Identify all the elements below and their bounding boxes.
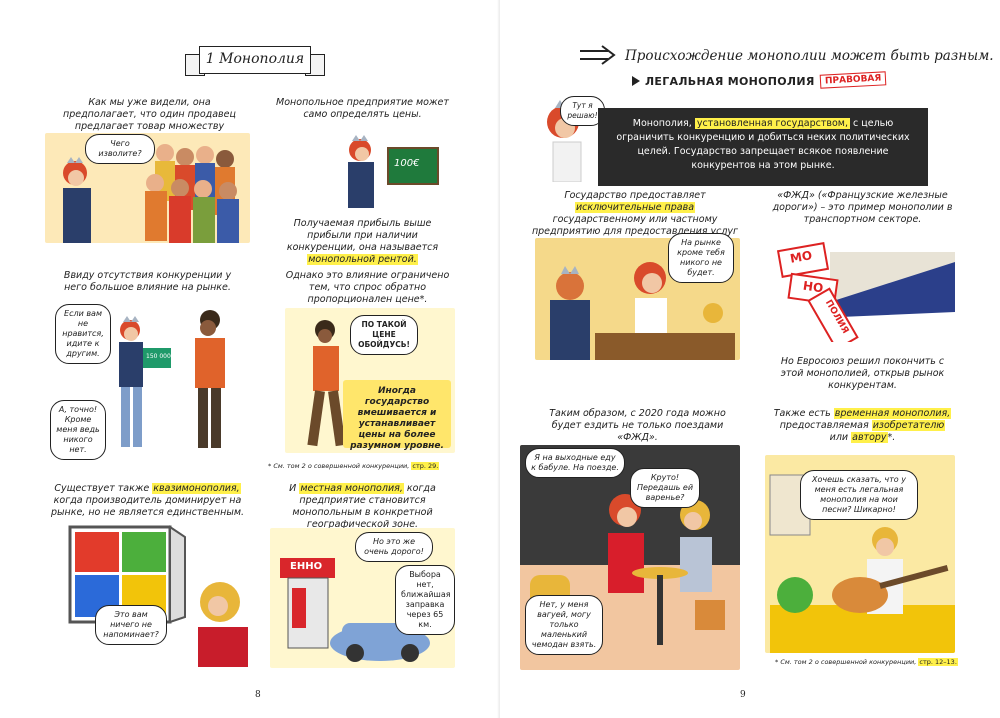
panel1-speech-bubble: Чего изволите? — [85, 134, 155, 164]
window-illustration — [68, 525, 248, 667]
sign-no: НО — [802, 278, 825, 296]
gas-station-sign: ЕННО — [290, 561, 323, 572]
definition-box: Монополия, установленная государством, с… — [598, 108, 928, 186]
panel5-caption-b: когда производитель доминирует на рынке,… — [50, 495, 245, 518]
board-price: 100€ — [394, 158, 420, 169]
local-monopoly-term: местная монополия, — [299, 483, 404, 494]
right-panel4-caption-a: Также есть — [773, 408, 831, 419]
definition-b: с целью ограничить конкуренцию и добитьс… — [616, 118, 910, 171]
right-footnote-page-ref[interactable]: стр. 12–13. — [918, 658, 958, 666]
guitarist-illustration — [769, 474, 955, 653]
footnote-page-ref[interactable]: стр. 29. — [411, 462, 440, 470]
left-page-number: 8 — [255, 690, 261, 700]
temporary-monopoly-term: временная монополия, — [833, 408, 952, 419]
panel2-caption-b: Получаемая прибыль выше прибыли при нали… — [275, 218, 450, 266]
gas-station-illustration — [280, 558, 430, 662]
right-footnote-text: * См. том 2 о совершенной конкуренции, — [775, 658, 917, 666]
right-page-number: 9 — [740, 690, 746, 700]
walking-man-illustration — [307, 320, 346, 447]
panel6-bubble-driver: Но это же очень дорого! — [355, 532, 433, 562]
legal-monopoly-title: ЛЕГАЛЬНАЯ МОНОПОЛИЯ — [645, 75, 815, 88]
panel3-bubble-seller: Если вам не нравится, идите к другим. — [55, 304, 111, 364]
panel6-bubble-station: Выбора нет, ближайшая заправка через 65 … — [395, 565, 455, 635]
right-panel2-caption-b: Но Евросоюз решил покончить с этой моноп… — [780, 356, 945, 391]
train-illustration — [776, 242, 955, 342]
right-heading: Происхождение монополии может быть разны… — [625, 48, 994, 64]
panel5-caption: Существует также квазимонополия, когда п… — [50, 483, 245, 519]
panel4-caption: Однако это влияние ограничено тем, что с… — [285, 270, 450, 305]
panel4-footnote: * См. том 2 о совершенной конкуренции, с… — [268, 462, 440, 470]
chapter-banner: 1 Монополия — [185, 42, 325, 78]
definition-a: Монополия, — [632, 118, 692, 129]
right-panel2-illustration: МО НО ПОЛИЯ — [770, 232, 955, 342]
panel6-caption-b: когда предприятие становится монопольным… — [292, 483, 436, 530]
panel2-illustration: 100€ — [330, 128, 450, 208]
author-term: автору — [851, 432, 888, 443]
monopoly-rent-term: монопольной рентой. — [307, 254, 418, 265]
panel5-illustration — [60, 522, 250, 667]
right-panel2-caption: «ФЖД» («Французские железные дороги») – … — [772, 190, 953, 225]
seller-buyer-illustration — [119, 310, 225, 448]
left-page: 1 Монополия Как мы уже видели, она предп… — [45, 42, 460, 700]
queen-board-illustration — [348, 135, 439, 208]
right-panel4-bubble: Хочешь сказать, что у меня есть легальна… — [800, 470, 918, 520]
right-panel1-caption-a: Государство предоставляет — [564, 190, 706, 201]
right-panel3-caption: Таким образом, с 2020 года можно будет е… — [549, 408, 726, 443]
right-panel3-bubble2: Круто! Передашь ей варенье? — [630, 468, 700, 508]
panel6-caption-a: И — [289, 483, 297, 494]
crowd-illustration — [63, 144, 239, 243]
panel5-speech-bubble: Это вам ничего не напоминает? — [95, 605, 167, 645]
right-panel4-caption-d: *. — [887, 432, 896, 443]
panel4-speech-bubble: ПО ТАКОЙ ЦЕНЕ ОБОЙДУСЬ! — [350, 315, 418, 355]
footnote-text: * См. том 2 о совершенной конкуренции, — [268, 462, 410, 470]
right-panel3-bubble1: Я на выходные еду к бабуле. На поезде. — [525, 448, 625, 478]
desk-scene-illustration — [550, 262, 735, 360]
arrow-icon — [580, 45, 616, 65]
queen-speech-bubble: Тут я решаю! — [560, 96, 605, 126]
banner-ribbon — [199, 46, 311, 74]
panel5-caption-a: Существует также — [54, 483, 150, 494]
panel6-caption: И местная монополия, когда предприятие с… — [265, 483, 460, 531]
panel4-yellow-box: Иногда государство вмешивается и устанав… — [343, 380, 451, 451]
right-panel4-caption-b: предоставляемая — [779, 420, 869, 431]
panel2-caption-b-text: Получаемая прибыль выше прибыли при нали… — [286, 218, 439, 253]
right-panel3-bubble3: Нет, у меня вагуей, могу только маленьки… — [525, 595, 603, 655]
right-panel4-footnote: * См. том 2 о совершенной конкуренции, с… — [775, 658, 958, 666]
quasi-monopoly-term: квазимонополия, — [152, 483, 241, 494]
panel3-caption: Ввиду отсутствия конкуренции у него боль… — [63, 270, 232, 293]
right-panel4-caption-c: или — [829, 432, 849, 443]
panel3-illustration: 150 000€ — [45, 300, 250, 455]
panel3-bubble-buyer: А, точно! Кроме меня ведь никого нет. — [50, 400, 106, 460]
queen-illustration — [547, 100, 582, 182]
chapter-title: 1 Монополия — [205, 51, 305, 67]
play-triangle-icon — [632, 76, 640, 86]
price-tag: 150 000€ — [146, 353, 175, 360]
right-panel1-bubble: На рынке кроме тебя никого не будет. — [668, 233, 734, 283]
exclusive-rights-term: исключительные права — [574, 202, 696, 213]
panel2-caption: Монопольное предприятие может само опред… — [276, 97, 449, 120]
state-established-term: установленная государством, — [694, 118, 850, 129]
inventor-term: изобретателю — [871, 420, 946, 431]
right-panel4-caption: Также есть временная монополия, предоста… — [770, 408, 955, 444]
